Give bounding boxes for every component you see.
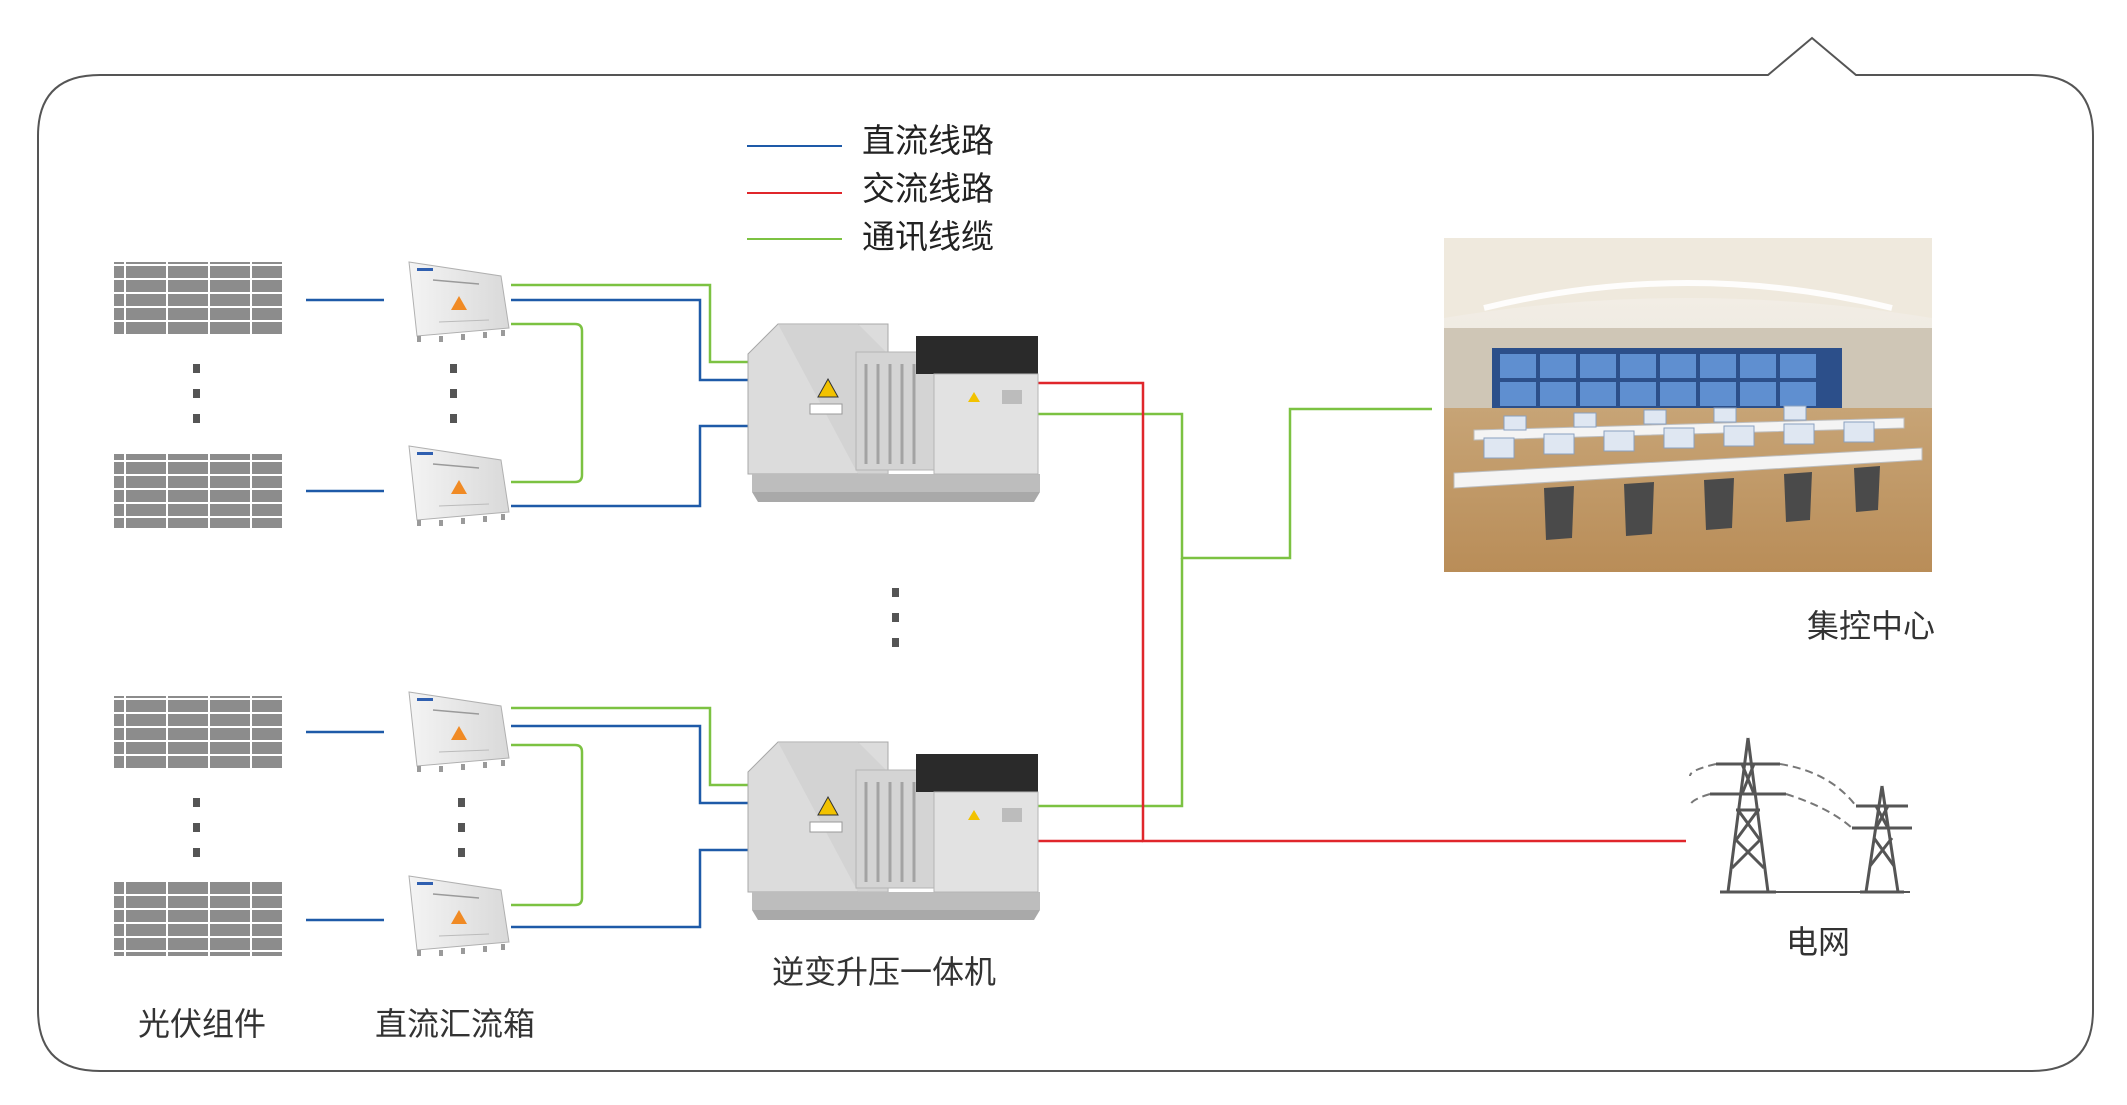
label-grid: 电网 bbox=[1786, 923, 1851, 961]
label-control-center: 集控中心 bbox=[1807, 607, 1936, 645]
label-dc-combiner: 直流汇流箱 bbox=[375, 1005, 536, 1043]
pv-module bbox=[114, 454, 282, 528]
dc-cables bbox=[306, 298, 752, 929]
label-inverter: 逆变升压一体机 bbox=[772, 953, 997, 991]
pv-module bbox=[114, 262, 282, 336]
grid-tower-icon bbox=[1710, 737, 1912, 894]
inverter-booster-unit bbox=[747, 323, 1040, 502]
dc-combiner-box bbox=[408, 445, 510, 526]
legend-label-dc: 直流线路 bbox=[862, 121, 994, 160]
ellipsis-dots bbox=[193, 364, 899, 857]
dc-combiner-box bbox=[408, 875, 510, 956]
pv-module bbox=[114, 696, 282, 770]
ac-cables bbox=[1036, 381, 1686, 843]
control-center-image bbox=[1444, 238, 1932, 572]
comm-cables bbox=[511, 283, 1432, 907]
inverter-booster-unit bbox=[747, 741, 1040, 920]
pv-module bbox=[114, 882, 282, 956]
power-lines bbox=[1689, 763, 1857, 829]
dc-combiner-box bbox=[408, 691, 510, 772]
frame-border bbox=[37, 36, 2094, 1072]
legend-label-ac: 交流线路 bbox=[862, 169, 994, 208]
dc-combiner-box bbox=[408, 261, 510, 342]
legend-label-comm: 通讯线缆 bbox=[862, 217, 994, 256]
label-pv-modules: 光伏组件 bbox=[138, 1005, 267, 1043]
